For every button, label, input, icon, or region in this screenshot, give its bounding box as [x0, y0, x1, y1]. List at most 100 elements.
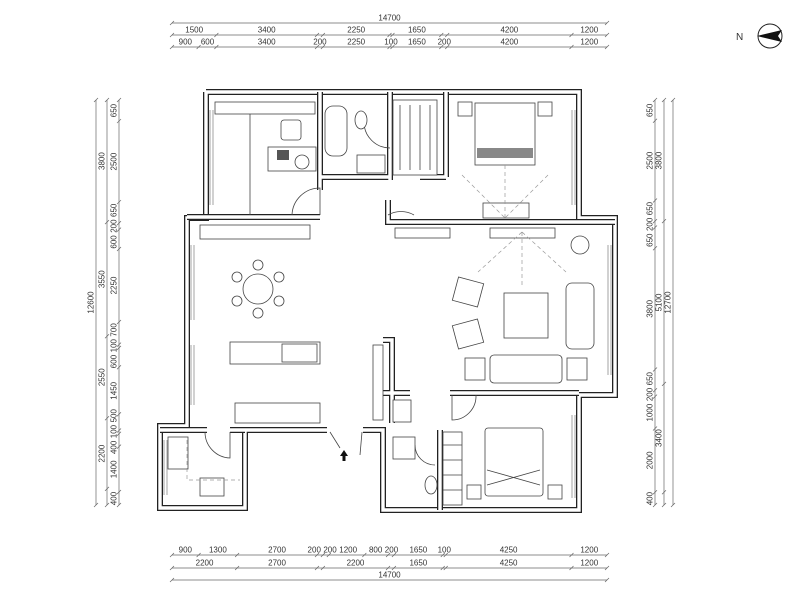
dimension-tick — [196, 44, 201, 50]
oven — [281, 343, 318, 363]
kitchen-door — [204, 431, 231, 459]
armchair — [451, 318, 485, 350]
dimension-label: 800 — [369, 546, 383, 555]
bathroom-fixtures — [324, 105, 386, 174]
dimension-tick — [314, 32, 320, 38]
dimension-label: 1400 — [110, 460, 119, 478]
dimension-label: 100 — [110, 424, 119, 438]
dimension-tick — [116, 489, 122, 495]
dimension-label: 650 — [110, 203, 119, 217]
dimension-tick — [116, 412, 122, 417]
dimension-tick — [652, 502, 658, 508]
dimension-label: 4200 — [500, 38, 518, 47]
dimension-label: 2250 — [110, 276, 119, 294]
dimension-label: 600 — [201, 38, 215, 47]
bath-door — [363, 121, 391, 149]
dimension-tick — [652, 426, 658, 431]
dimension-tick — [104, 97, 110, 103]
dimension-label: 14700 — [378, 14, 401, 23]
dimension-tick — [443, 552, 448, 558]
dimension-label: 100 — [110, 338, 119, 352]
study-furniture — [214, 101, 317, 215]
dimension-label: 3400 — [258, 26, 276, 35]
windows — [163, 110, 612, 498]
interior-walls — [160, 92, 615, 510]
closet-2 — [442, 431, 463, 506]
dimension-tick — [104, 415, 110, 421]
dimension-tick — [320, 44, 326, 50]
dimension-tick — [444, 32, 450, 38]
dimension-tick — [116, 118, 122, 124]
dimension-tick — [569, 552, 574, 558]
dimension-label: 700 — [110, 323, 119, 337]
dimension-tick — [385, 552, 391, 558]
dimension-label: 2200 — [196, 559, 214, 568]
dimension-tick — [169, 44, 175, 50]
dimension-tick — [104, 502, 110, 508]
dimension-label: 2700 — [268, 546, 286, 555]
dimension-tick — [440, 552, 446, 558]
dimension-label: 1300 — [209, 546, 227, 555]
bed-runner — [477, 148, 533, 158]
dimension-label: 400 — [646, 491, 655, 505]
dimension-tick — [391, 565, 397, 571]
dimension-tick — [652, 489, 658, 495]
dimension-label: 1200 — [580, 38, 598, 47]
coffee-table — [503, 292, 549, 339]
north-label: N — [736, 32, 743, 43]
dimension-tick — [569, 565, 574, 571]
dimension-tick — [116, 246, 122, 252]
dimension-label: 2550 — [98, 368, 107, 386]
entrance-door — [329, 431, 363, 456]
dimension-label: 200 — [308, 546, 322, 555]
dimension-tick — [116, 365, 122, 370]
dimension-label: 3800 — [98, 152, 107, 170]
dimension-tick — [196, 552, 201, 558]
dimension-label: 1000 — [646, 403, 655, 421]
dimension-tick — [314, 552, 320, 558]
dimension-label: 2700 — [268, 559, 286, 568]
bedroom2-furniture — [466, 427, 563, 500]
dimension-tick — [604, 565, 610, 571]
dimension-label: 3550 — [98, 270, 107, 288]
dimension-tick — [661, 97, 667, 103]
dimension-tick — [604, 577, 610, 583]
dimension-tick — [444, 44, 450, 50]
dimension-label: 2500 — [110, 152, 119, 170]
dimension-tick — [604, 552, 610, 558]
dimension-label: 3800 — [646, 299, 655, 317]
dimension-label: 1650 — [409, 546, 427, 555]
dimension-tick — [440, 565, 446, 571]
dimension-label: 650 — [110, 103, 119, 117]
dimension-tick — [390, 32, 395, 38]
dimension-tick — [362, 552, 367, 558]
dimension-label: 200 — [385, 546, 399, 555]
dimension-tick — [116, 342, 122, 347]
dimension-tick — [439, 32, 444, 38]
sink — [167, 436, 189, 470]
bedroom2-door — [451, 394, 477, 421]
dimension-label: 1650 — [409, 559, 427, 568]
dimension-tick — [116, 431, 122, 436]
dimension-tick — [652, 367, 658, 372]
dimension-label: 4250 — [500, 559, 518, 568]
dimension-tick — [169, 32, 175, 38]
dimension-label: 650 — [646, 201, 655, 215]
dimension-tick — [116, 97, 122, 103]
bed — [484, 427, 544, 497]
dimension-tick — [387, 32, 392, 38]
dimension-tick — [604, 44, 610, 50]
dimension-label: 200 — [323, 546, 337, 555]
dimension-label: 200 — [110, 219, 119, 233]
bathroom2-fixtures — [392, 399, 438, 495]
dimension-tick — [604, 20, 610, 26]
dimension-tick — [326, 552, 332, 558]
dimension-tick — [652, 218, 658, 224]
bathtub — [324, 105, 348, 157]
toilet — [354, 110, 368, 130]
dimension-tick — [104, 334, 110, 339]
dimension-tick — [93, 502, 99, 508]
dimension-tick — [604, 32, 610, 38]
living-furniture — [394, 227, 595, 384]
